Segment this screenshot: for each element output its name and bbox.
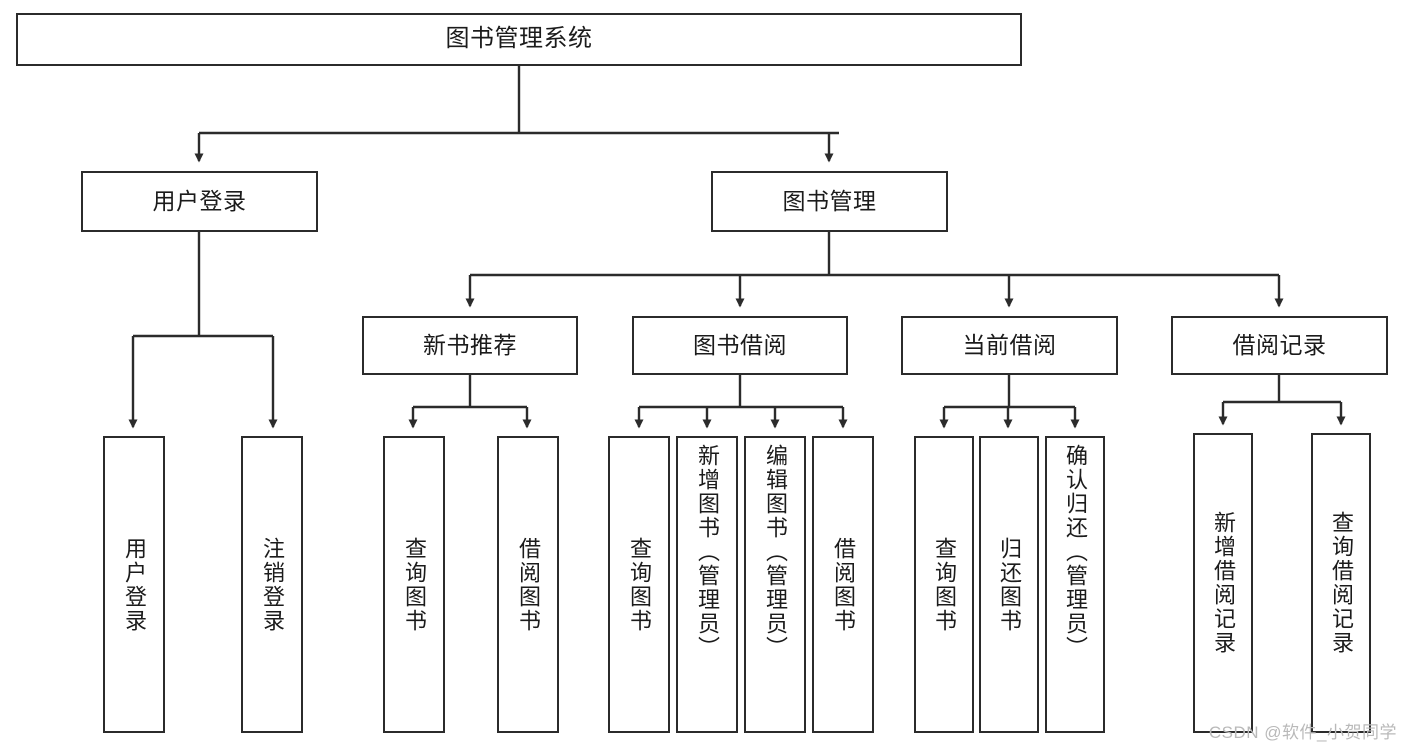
leaf-borrow-query-book-label: 查询图书	[627, 536, 652, 633]
leaf-record-add-label: 新增借阅记录	[1211, 511, 1236, 655]
leaf-borrow-borrow-book-label: 借阅图书	[831, 536, 856, 633]
node-borrow-record-label: 借阅记录	[1232, 331, 1327, 358]
node-book-management[interactable]: 图书管理	[711, 171, 948, 232]
leaf-current-query-book[interactable]: 查询图书	[914, 436, 974, 733]
node-current-borrow-label: 当前借阅	[962, 331, 1057, 358]
leaf-record-query[interactable]: 查询借阅记录	[1311, 433, 1371, 733]
leaf-borrow-borrow-book[interactable]: 借阅图书	[812, 436, 874, 733]
leaf-borrow-edit-book[interactable]: 编辑图书（管理员）	[744, 436, 806, 733]
leaf-current-confirm-return[interactable]: 确认归还（管理员）	[1045, 436, 1105, 733]
leaf-current-return-book[interactable]: 归还图书	[979, 436, 1039, 733]
node-book-borrow-label: 图书借阅	[693, 331, 787, 358]
leaf-new-book-query-label: 查询图书	[402, 536, 427, 633]
node-book-borrow[interactable]: 图书借阅	[632, 316, 848, 375]
leaf-current-query-book-label: 查询图书	[932, 536, 957, 633]
leaf-user-login-logout[interactable]: 注销登录	[241, 436, 303, 733]
node-user-login-label: 用户登录	[152, 187, 247, 214]
leaf-current-confirm-return-label: 确认归还（管理员）	[1063, 444, 1088, 660]
node-current-borrow[interactable]: 当前借阅	[901, 316, 1118, 375]
node-root-label: 图书管理系统	[445, 25, 593, 53]
node-new-book-recommend-label: 新书推荐	[423, 331, 517, 358]
node-borrow-record[interactable]: 借阅记录	[1171, 316, 1388, 375]
leaf-record-query-label: 查询借阅记录	[1329, 511, 1354, 655]
leaf-user-login-login[interactable]: 用户登录	[103, 436, 165, 733]
leaf-borrow-query-book[interactable]: 查询图书	[608, 436, 670, 733]
leaf-record-add[interactable]: 新增借阅记录	[1193, 433, 1253, 733]
leaf-new-book-borrow[interactable]: 借阅图书	[497, 436, 559, 733]
leaf-borrow-add-book[interactable]: 新增图书（管理员）	[676, 436, 738, 733]
node-user-login[interactable]: 用户登录	[81, 171, 318, 232]
node-book-management-label: 图书管理	[782, 187, 877, 214]
leaf-user-login-login-label: 用户登录	[122, 536, 147, 633]
leaf-current-return-book-label: 归还图书	[997, 536, 1022, 633]
node-root[interactable]: 图书管理系统	[16, 13, 1022, 66]
leaf-borrow-edit-book-label: 编辑图书（管理员）	[763, 444, 788, 660]
leaf-borrow-add-book-label: 新增图书（管理员）	[695, 444, 720, 660]
node-new-book-recommend[interactable]: 新书推荐	[362, 316, 578, 375]
leaf-new-book-query[interactable]: 查询图书	[383, 436, 445, 733]
leaf-user-login-logout-label: 注销登录	[260, 536, 285, 633]
leaf-new-book-borrow-label: 借阅图书	[516, 536, 541, 633]
